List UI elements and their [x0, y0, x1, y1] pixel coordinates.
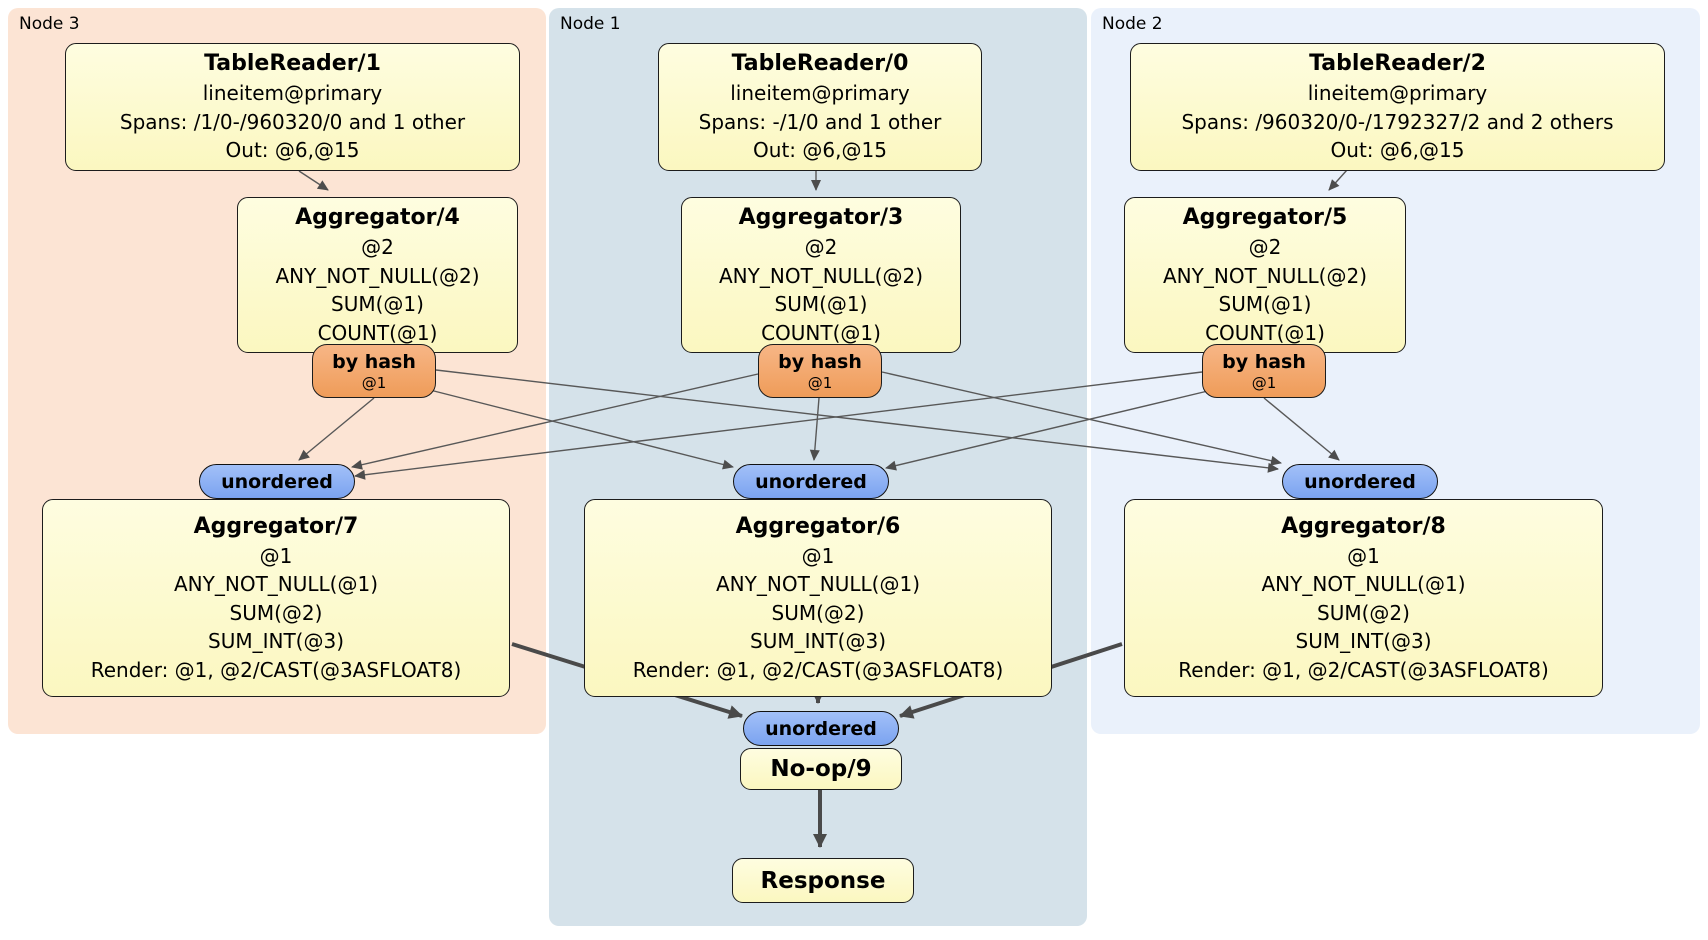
processor-detail: SUM(@2) [229, 600, 323, 625]
region-label: Node 2 [1102, 14, 1163, 34]
aggregator-3-box: Aggregator/3 @2 ANY_NOT_NULL(@2) SUM(@1)… [681, 197, 961, 353]
processor-detail: SUM_INT(@3) [750, 629, 886, 654]
processor-detail: @2 [1248, 235, 1282, 259]
processor-detail: COUNT(@1) [761, 320, 881, 345]
processor-detail: @1 [801, 543, 835, 568]
processor-title: Aggregator/8 [1281, 513, 1446, 539]
aggregator-5-box: Aggregator/5 @2 ANY_NOT_NULL(@2) SUM(@1)… [1124, 197, 1406, 353]
processor-detail: Render: @1, @2/CAST(@3ASFLOAT8) [632, 657, 1004, 682]
region-label: Node 3 [19, 14, 80, 34]
router-label: by hash [332, 350, 416, 373]
processor-detail: COUNT(@1) [317, 320, 438, 345]
router-key: @1 [361, 373, 387, 392]
processor-detail: Render: @1, @2/CAST(@3ASFLOAT8) [90, 657, 462, 682]
processor-title: Response [760, 867, 886, 894]
processor-detail: Spans: /1/0-/960320/0 and 1 other [119, 109, 466, 134]
sync-unordered-8: unordered [1282, 464, 1438, 499]
processor-detail: SUM_INT(@3) [1295, 629, 1432, 654]
processor-detail: ANY_NOT_NULL(@1) [1261, 572, 1466, 597]
processor-detail: Out: @6,@15 [1330, 138, 1465, 163]
router-key: @1 [807, 373, 833, 392]
router-label: by hash [778, 350, 862, 373]
processor-title: TableReader/1 [204, 51, 381, 77]
sync-unordered-6: unordered [733, 464, 889, 499]
processor-detail: lineitem@primary [730, 81, 910, 106]
processor-detail: lineitem@primary [202, 81, 383, 106]
router-key: @1 [1251, 373, 1277, 392]
processor-title: Aggregator/7 [193, 513, 359, 539]
processor-detail: Spans: /960320/0-/1792327/2 and 2 others [1181, 109, 1614, 134]
processor-detail: COUNT(@1) [1205, 320, 1325, 345]
processor-detail: SUM(@1) [331, 292, 424, 316]
processor-detail: @2 [361, 235, 394, 259]
tablereader-0-box: TableReader/0 lineitem@primary Spans: -/… [658, 43, 982, 171]
sync-unordered-final: unordered [743, 711, 899, 746]
processor-title: Aggregator/3 [738, 205, 904, 230]
processor-detail: SUM(@1) [1218, 292, 1312, 316]
region-label: Node 1 [560, 14, 621, 34]
processor-detail: lineitem@primary [1307, 81, 1488, 106]
response-box: Response [732, 858, 914, 903]
tablereader-1-box: TableReader/1 lineitem@primary Spans: /1… [65, 43, 520, 171]
noop-9-box: No-op/9 [740, 748, 902, 790]
processor-detail: ANY_NOT_NULL(@2) [275, 263, 480, 288]
router-by-hash-5: by hash @1 [1202, 344, 1326, 398]
processor-title: Aggregator/5 [1182, 205, 1348, 230]
aggregator-7-box: Aggregator/7 @1 ANY_NOT_NULL(@1) SUM(@2)… [42, 499, 510, 697]
tablereader-2-box: TableReader/2 lineitem@primary Spans: /9… [1130, 43, 1665, 171]
sync-unordered-7: unordered [199, 464, 355, 499]
processor-title: TableReader/2 [1309, 51, 1486, 77]
processor-detail: @1 [259, 543, 293, 568]
aggregator-8-box: Aggregator/8 @1 ANY_NOT_NULL(@1) SUM(@2)… [1124, 499, 1603, 697]
processor-detail: ANY_NOT_NULL(@1) [716, 572, 920, 597]
processor-detail: ANY_NOT_NULL(@1) [174, 572, 378, 597]
processor-detail: ANY_NOT_NULL(@2) [719, 263, 923, 288]
processor-detail: Spans: -/1/0 and 1 other [698, 109, 942, 134]
aggregator-4-box: Aggregator/4 @2 ANY_NOT_NULL(@2) SUM(@1)… [237, 197, 518, 353]
router-by-hash-4: by hash @1 [312, 344, 436, 398]
processor-detail: ANY_NOT_NULL(@2) [1163, 263, 1367, 288]
processor-detail: SUM(@2) [1317, 600, 1410, 625]
aggregator-6-box: Aggregator/6 @1 ANY_NOT_NULL(@1) SUM(@2)… [584, 499, 1052, 697]
processor-title: TableReader/0 [731, 51, 909, 77]
processor-detail: @2 [804, 235, 838, 259]
processor-detail: SUM_INT(@3) [208, 629, 344, 654]
processor-detail: @1 [1347, 543, 1380, 568]
processor-title: No-op/9 [770, 756, 872, 782]
processor-detail: SUM(@1) [774, 292, 868, 316]
processor-title: Aggregator/6 [735, 513, 901, 539]
processor-detail: SUM(@2) [771, 600, 865, 625]
processor-detail: Out: @6,@15 [753, 138, 887, 163]
processor-title: Aggregator/4 [295, 205, 460, 230]
router-by-hash-3: by hash @1 [758, 344, 882, 398]
processor-detail: Render: @1, @2/CAST(@3ASFLOAT8) [1178, 657, 1549, 682]
processor-detail: Out: @6,@15 [225, 138, 360, 163]
router-label: by hash [1222, 350, 1306, 373]
